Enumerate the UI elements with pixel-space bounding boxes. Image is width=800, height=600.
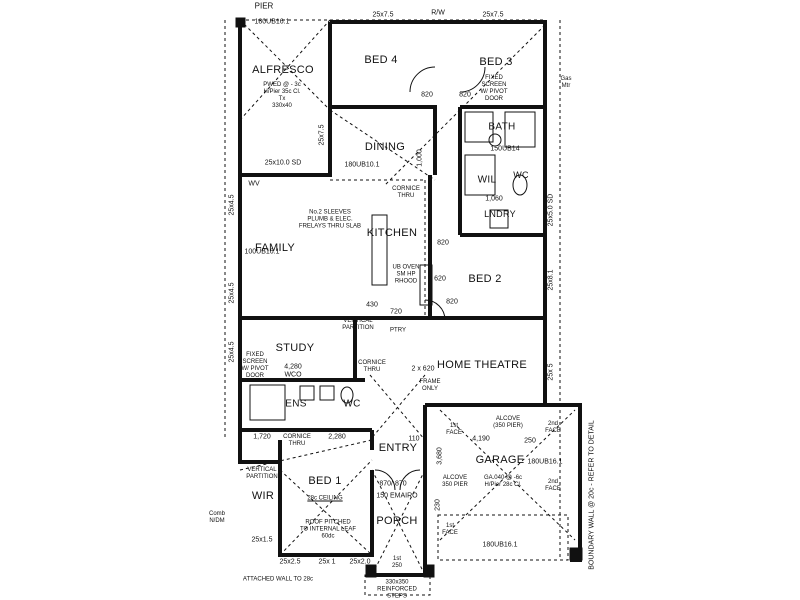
room-study: STUDY: [275, 342, 315, 354]
dim: 180UB16.1: [254, 18, 290, 26]
room-family: FAMILY: [254, 242, 296, 254]
room-porch: PORCH: [376, 515, 418, 527]
note-pantry: PTRY: [390, 327, 406, 334]
dim: 25x5.0 SD: [547, 193, 555, 227]
note-vertical-partition: VERTICAL PARTITION: [342, 318, 374, 331]
dim: 25x4.5: [228, 194, 236, 216]
dim: 110: [408, 435, 420, 443]
note-second-face: 2nd FACE: [545, 421, 561, 434]
dim: 720: [390, 308, 402, 316]
dim: WV: [248, 180, 260, 188]
note-gas-meter: Gas Mtr: [560, 76, 572, 89]
dim: 820: [437, 239, 449, 247]
dim: 4,190: [472, 435, 490, 443]
room-wc-upper: WC: [513, 170, 529, 180]
dim: 250: [524, 437, 536, 445]
dim: 870/ 870: [379, 480, 407, 488]
note-bed3-screen: FIXED SCREEN W/ PIVOT DOOR: [480, 75, 508, 102]
dim: R/W: [431, 9, 445, 17]
note-alcove-top: ALCOVE (350 PIER): [493, 416, 523, 429]
note-frame-only: FRAME ONLY: [419, 379, 441, 392]
room-wil: WIL: [477, 174, 497, 186]
room-bed-3: BED 3: [479, 56, 513, 68]
note-first-face-b: 1st FACE: [442, 523, 458, 536]
dim: 180UB10.1: [344, 161, 380, 169]
room-dining: DINING: [364, 141, 406, 153]
room-kitchen: KITCHEN: [366, 227, 418, 239]
dim: 430: [366, 301, 378, 309]
dim: 230: [434, 499, 442, 511]
room-home-theatre: HOME THEATRE: [437, 359, 527, 371]
note-vertical-partition-wir: VERTICAL PARTITION: [246, 467, 278, 480]
dim: 150 EMAIRO: [376, 492, 418, 500]
dim: 4,280: [284, 363, 302, 371]
dim: 820: [459, 91, 471, 99]
fixtures: [249, 66, 536, 491]
dim: 150UB14: [490, 145, 520, 153]
note-pier: PIER: [254, 1, 274, 11]
note-roof: ROOF PITCHED TO INTERNAL LEAF 60dc: [299, 519, 357, 540]
dim: WCO: [284, 371, 302, 379]
dim: 25x7.5: [372, 11, 394, 19]
note-second-face-b: 2nd FACE: [545, 479, 561, 492]
room-ensuite: ENS: [285, 398, 307, 410]
note-boundary-wall: BOUNDARY WALL @ 20c - REFER TO DETAIL: [588, 420, 596, 570]
dim: 25x 1: [318, 558, 336, 566]
note-cornice-mid: CORNICE THRU: [358, 360, 386, 373]
note-comb: Comb N/DM: [208, 511, 226, 524]
dim: 25x7.5: [318, 124, 326, 146]
note-alcove-left: ALCOVE 350 PIER: [442, 475, 468, 488]
dim: 2,280: [328, 433, 346, 441]
dim: 25x7.5: [482, 11, 504, 19]
dim: 25x4.5: [228, 341, 236, 363]
room-garage: GARAGE: [475, 454, 525, 466]
note-cornice-lower: CORNICE THRU: [283, 434, 311, 447]
dim: 25x10.0 SD: [264, 159, 302, 167]
dim: 25x2.5: [279, 558, 301, 566]
dim: 180UB16.1: [482, 541, 518, 549]
note-first-face: 1st FACE: [446, 423, 462, 436]
dim: 180UB16.1: [527, 458, 563, 466]
note-attached-wall: ATTACHED WALL TO 28c: [242, 576, 314, 583]
room-bath: BATH: [488, 121, 516, 133]
dim: 25x4.5: [228, 282, 236, 304]
note-cornice-upper: CORNICE THRU: [392, 186, 420, 199]
note-first-step: 1st 250: [391, 556, 403, 569]
dim: 1,000: [416, 149, 424, 167]
room-laundry: LNDRY: [484, 209, 516, 219]
pier-block: [235, 17, 246, 28]
room-bed-2: BED 2: [468, 273, 502, 285]
room-wc-lower: WC: [343, 398, 361, 410]
note-study-screen: FIXED SCREEN W/ PIVOT DOOR: [241, 352, 269, 379]
note-ceiling: 28c CEILING: [307, 495, 343, 502]
note-garage-spec: GA.040 @ -6c H/Pier 28c Cl.: [483, 475, 523, 488]
dim: 3,680: [436, 447, 444, 465]
note-sleeves: No.2 SLEEVES PLUMB & ELEC. FRELAYS THRU …: [298, 209, 362, 230]
dim: 2 x 620: [411, 365, 435, 373]
dim: 1,060: [485, 195, 503, 203]
dim: 25x 5: [547, 363, 555, 381]
dim: 25x1.5: [251, 536, 273, 544]
dim: 25x2.0: [349, 558, 371, 566]
note-steps: 330x350 REINFORCED STEPS: [377, 579, 417, 600]
room-alfresco: ALFRESCO: [252, 64, 314, 76]
room-wir: WIR: [251, 490, 275, 502]
walls: [238, 20, 582, 577]
dim: 25x8.1: [547, 269, 555, 291]
dim: 100UB16.1: [244, 248, 280, 256]
room-bed-4: BED 4: [364, 54, 398, 66]
dim: 620: [434, 275, 446, 283]
dim: 1,720: [253, 433, 271, 441]
room-entry: ENTRY: [378, 442, 418, 454]
dim: 820: [421, 91, 433, 99]
dim: 820: [446, 298, 458, 306]
room-bed-1: BED 1: [308, 475, 342, 487]
note-oven: UB OVEN SM HP RHOOD: [392, 264, 420, 285]
note-alfresco-spec: PWED @ - 3c H/Pier 35c Cl. Tx 330x40: [263, 82, 301, 109]
